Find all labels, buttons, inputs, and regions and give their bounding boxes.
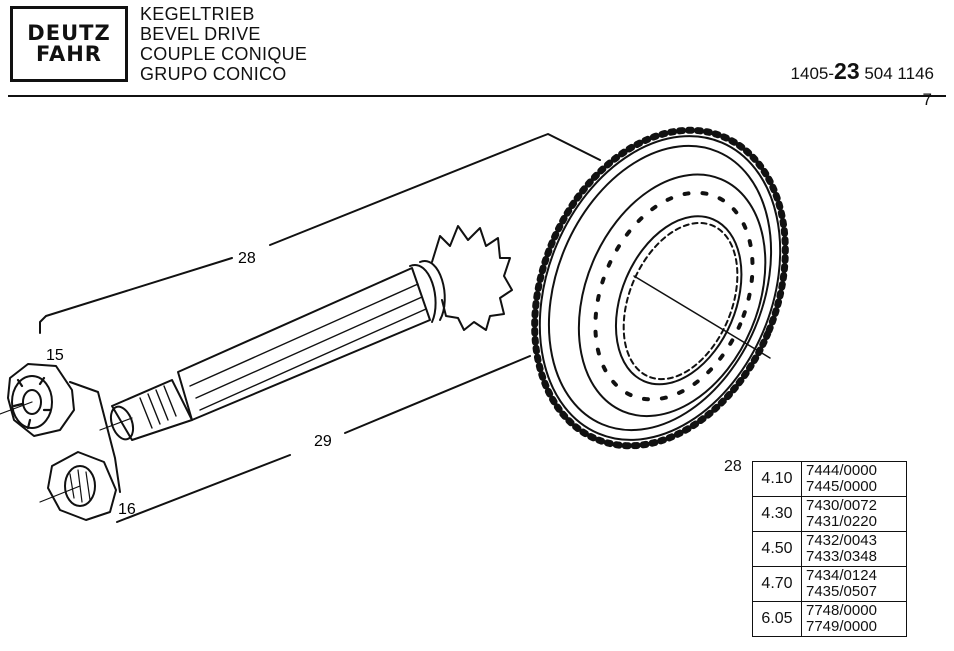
shaft-thread-lines <box>139 385 177 429</box>
callout-29: 29 <box>314 433 332 450</box>
ratio-cell: 4.70 <box>752 566 802 602</box>
table-label: 28 <box>724 458 742 475</box>
ring-gear-bolt-holes <box>593 190 755 402</box>
pinion-gear-teeth <box>431 225 513 331</box>
ring-gear <box>531 126 789 450</box>
nut-15-body <box>7 363 75 437</box>
bracket-29 <box>116 355 531 523</box>
callout-15: 15 <box>46 347 64 364</box>
nut-16-axis <box>39 485 81 503</box>
callout-28: 28 <box>238 250 256 267</box>
code-line: 7749/0000 <box>806 618 877 635</box>
ring-gear-teeth <box>531 126 789 450</box>
castellated-nut-15 <box>0 363 75 437</box>
shaft-spline-3 <box>199 308 427 411</box>
shaft-collar <box>409 264 437 323</box>
ratio-cell: 6.05 <box>752 601 802 637</box>
part-group: 23 <box>834 58 860 84</box>
deutz-fahr-logo: DEUTZ FAHR <box>10 6 128 82</box>
shaft-spline-1 <box>189 283 419 387</box>
code-line: 7748/0000 <box>806 602 877 619</box>
title-block: KEGELTRIEB BEVEL DRIVE COUPLE CONIQUE GR… <box>140 4 307 84</box>
code-line: 7430/0072 <box>806 497 877 514</box>
ratio-cell: 4.50 <box>752 531 802 567</box>
header-rule <box>8 95 946 97</box>
code-line: 7435/0507 <box>806 583 877 600</box>
title-english: BEVEL DRIVE <box>140 24 261 44</box>
bracket-15-16 <box>69 381 121 493</box>
shaft-collar-2 <box>419 260 446 321</box>
hex-nut-16 <box>39 451 117 521</box>
title-spanish: GRUPO CONICO <box>140 64 287 84</box>
ring-gear-axis <box>633 275 771 359</box>
nut-15-face <box>11 375 53 429</box>
shaft-body <box>177 267 431 421</box>
code-line: 7445/0000 <box>806 478 877 495</box>
page-number: 7 <box>922 90 932 109</box>
title-german: KEGELTRIEB <box>140 4 255 24</box>
pinion-shaft <box>99 225 513 441</box>
ratio-cell: 4.10 <box>752 461 802 497</box>
nut-15-axis <box>0 401 33 415</box>
part-suffix: 504 1146 <box>859 64 934 83</box>
logo-line-1: DEUTZ <box>27 21 111 45</box>
code-line: 7434/0124 <box>806 567 877 584</box>
part-prefix: 1405- <box>790 64 835 83</box>
ring-gear-bore <box>614 215 743 386</box>
nut-15-slots <box>12 376 52 430</box>
nut-16-body <box>47 451 117 521</box>
callout-16: 16 <box>118 501 136 518</box>
code-line: 7444/0000 <box>806 462 877 479</box>
shaft-spline-2 <box>195 296 423 399</box>
part-number: 1405-23 504 1146 <box>791 58 934 85</box>
bracket-28 <box>39 133 601 334</box>
nut-15-bore <box>22 389 42 415</box>
ring-gear-face <box>577 173 767 418</box>
shaft-end-face <box>109 405 135 441</box>
shaft-thread-end <box>111 379 193 441</box>
code-line: 7433/0348 <box>806 548 877 565</box>
shaft-axis-line <box>99 417 133 431</box>
code-line: 7431/0220 <box>806 513 877 530</box>
logo-line-2: FAHR <box>36 42 102 66</box>
ratio-cell: 4.30 <box>752 496 802 532</box>
ring-gear-tooth-base <box>547 144 773 432</box>
nut-16-bore <box>64 465 96 507</box>
code-line: 7432/0043 <box>806 532 877 549</box>
title-french: COUPLE CONIQUE <box>140 44 308 64</box>
ring-gear-outer <box>538 135 782 441</box>
ring-gear-bore-inner <box>622 221 739 381</box>
